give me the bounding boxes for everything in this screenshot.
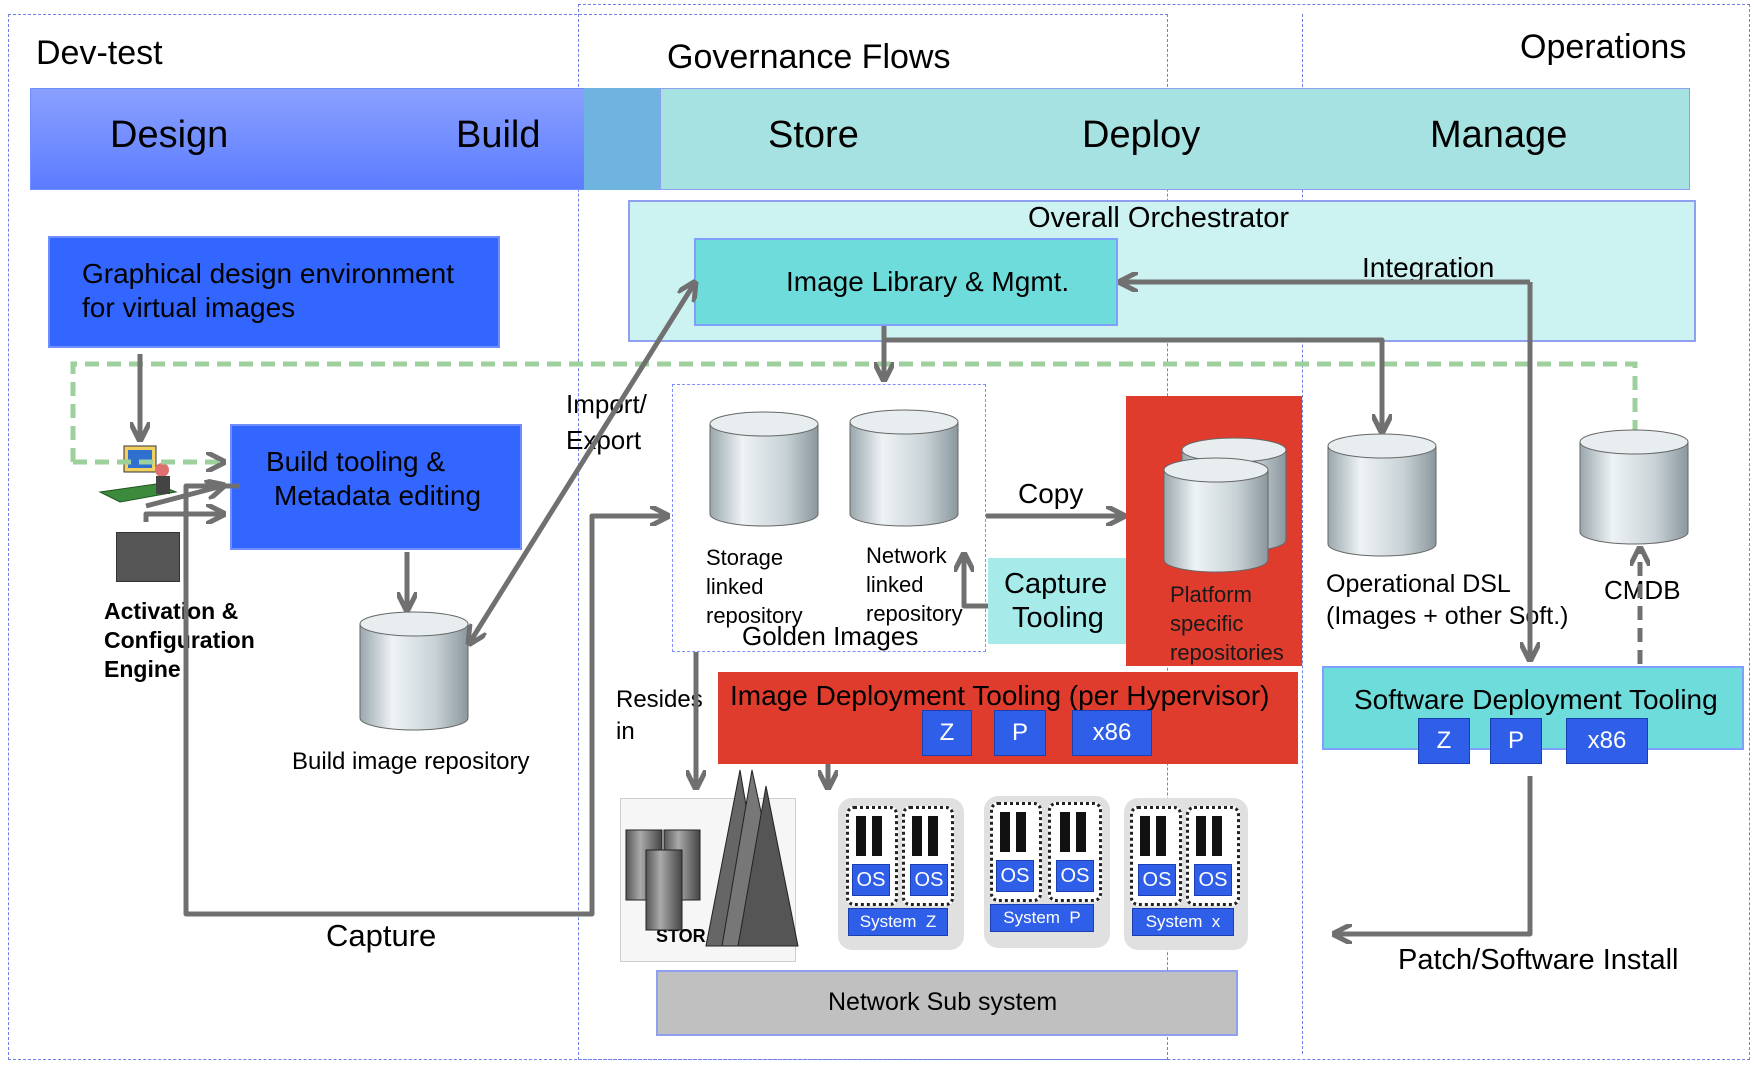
system-x-os1: OS <box>1138 864 1176 896</box>
system-p-label: System P <box>990 904 1094 932</box>
capture-tooling-line2: Tooling <box>1012 602 1104 634</box>
phase-deploy: Deploy <box>1082 114 1201 156</box>
network-subsystem-label: Network Sub system <box>828 988 1058 1016</box>
storage-device-icon <box>625 769 799 947</box>
resides-in-line1: Resides <box>616 686 703 713</box>
storage-repo-line1: Storage <box>706 545 784 570</box>
activation-engine-icon <box>116 532 180 582</box>
arrow-engine-to-build <box>143 514 222 522</box>
system-x-label: System x <box>1132 908 1234 936</box>
phase-build: Build <box>456 114 541 156</box>
software-deploy-title: Software Deployment Tooling <box>1354 684 1718 715</box>
system-z-os2: OS <box>910 864 948 896</box>
network-repo-line3: repository <box>866 601 963 626</box>
system-z-label: System Z <box>848 908 948 936</box>
arrow-import-export <box>470 284 694 642</box>
software-deploy-chip-x86: x86 <box>1566 718 1648 764</box>
arrow-patch-install <box>1336 776 1533 934</box>
platform-repo-line2: specific <box>1170 611 1244 636</box>
golden-images-label: Golden Images <box>742 621 919 651</box>
resides-in-line2: in <box>616 718 635 745</box>
capture-label: Capture <box>326 918 437 953</box>
devtest-title: Dev-test <box>36 34 163 72</box>
image-library-label: Image Library & Mgmt. <box>786 266 1070 297</box>
phase-store: Store <box>768 114 859 156</box>
activation-line1: Activation & <box>104 598 239 624</box>
phase-banner-overlap <box>584 88 662 190</box>
operational-dsl-cylinder <box>1327 433 1437 557</box>
storage-repo-line3: repository <box>706 603 803 628</box>
capture-tooling-line1: Capture <box>1004 568 1108 600</box>
activation-line3: Engine <box>104 656 181 682</box>
build-tooling-line2: Metadata editing <box>274 480 482 511</box>
software-deploy-chip-p: P <box>1490 718 1542 764</box>
image-deploy-chip-z: Z <box>922 710 972 756</box>
orchestrator-title: Overall Orchestrator <box>1028 202 1290 234</box>
patch-install-label: Patch/Software Install <box>1398 944 1679 976</box>
system-z-os1: OS <box>852 864 890 896</box>
vm-bars <box>856 812 1222 856</box>
network-linked-cylinder <box>849 409 959 527</box>
capture-tooling-box <box>988 558 1128 644</box>
network-repo-line1: Network <box>866 543 947 568</box>
image-deploy-title: Image Deployment Tooling (per Hypervisor… <box>730 680 1270 711</box>
operations-divider <box>1302 14 1303 1054</box>
dashed-feedback-loop <box>70 361 1638 462</box>
platform-repo-line1: Platform <box>1170 582 1252 607</box>
operational-dsl-line1: Operational DSL <box>1326 570 1511 598</box>
software-deploy-chip-z: Z <box>1418 718 1470 764</box>
image-deploy-chip-p: P <box>994 710 1046 756</box>
arrow-capture-loop <box>183 483 666 917</box>
activation-line2: Configuration <box>104 627 255 653</box>
phase-design: Design <box>110 114 229 156</box>
graphical-design-line2: for virtual images <box>82 292 296 323</box>
system-x-os2: OS <box>1194 864 1232 896</box>
image-library-box <box>694 238 1118 326</box>
build-repo-label: Build image repository <box>292 748 530 775</box>
phase-banner-governance <box>660 88 1690 190</box>
build-tooling-line1: Build tooling & <box>266 446 446 477</box>
graphical-design-line1: Graphical design environment <box>82 258 454 289</box>
platform-repo-line3: repositories <box>1170 640 1284 665</box>
copy-label: Copy <box>1018 478 1084 509</box>
system-p-os2: OS <box>1056 860 1094 892</box>
graphical-design-box <box>48 236 500 348</box>
platform-repo-cylinders <box>1163 437 1287 573</box>
phase-manage: Manage <box>1430 114 1568 156</box>
build-repo-cylinder <box>359 611 469 731</box>
operations-title: Operations <box>1520 28 1687 66</box>
phase-banner-devtest <box>30 88 586 190</box>
cmdb-cylinder <box>1579 429 1689 545</box>
storage-repo-line2: linked <box>706 574 764 599</box>
arrow-capture-tooling <box>964 556 988 609</box>
image-deploy-chip-x86: x86 <box>1072 710 1152 756</box>
governance-title: Governance Flows <box>667 38 951 76</box>
system-p-os1: OS <box>996 860 1034 892</box>
storage-linked-cylinder <box>709 411 819 527</box>
network-repo-line2: linked <box>866 572 924 597</box>
integration-label: Integration <box>1362 252 1495 283</box>
arrow-library-to-dsl <box>884 337 1382 430</box>
network-subsystem-box <box>656 970 1238 1036</box>
